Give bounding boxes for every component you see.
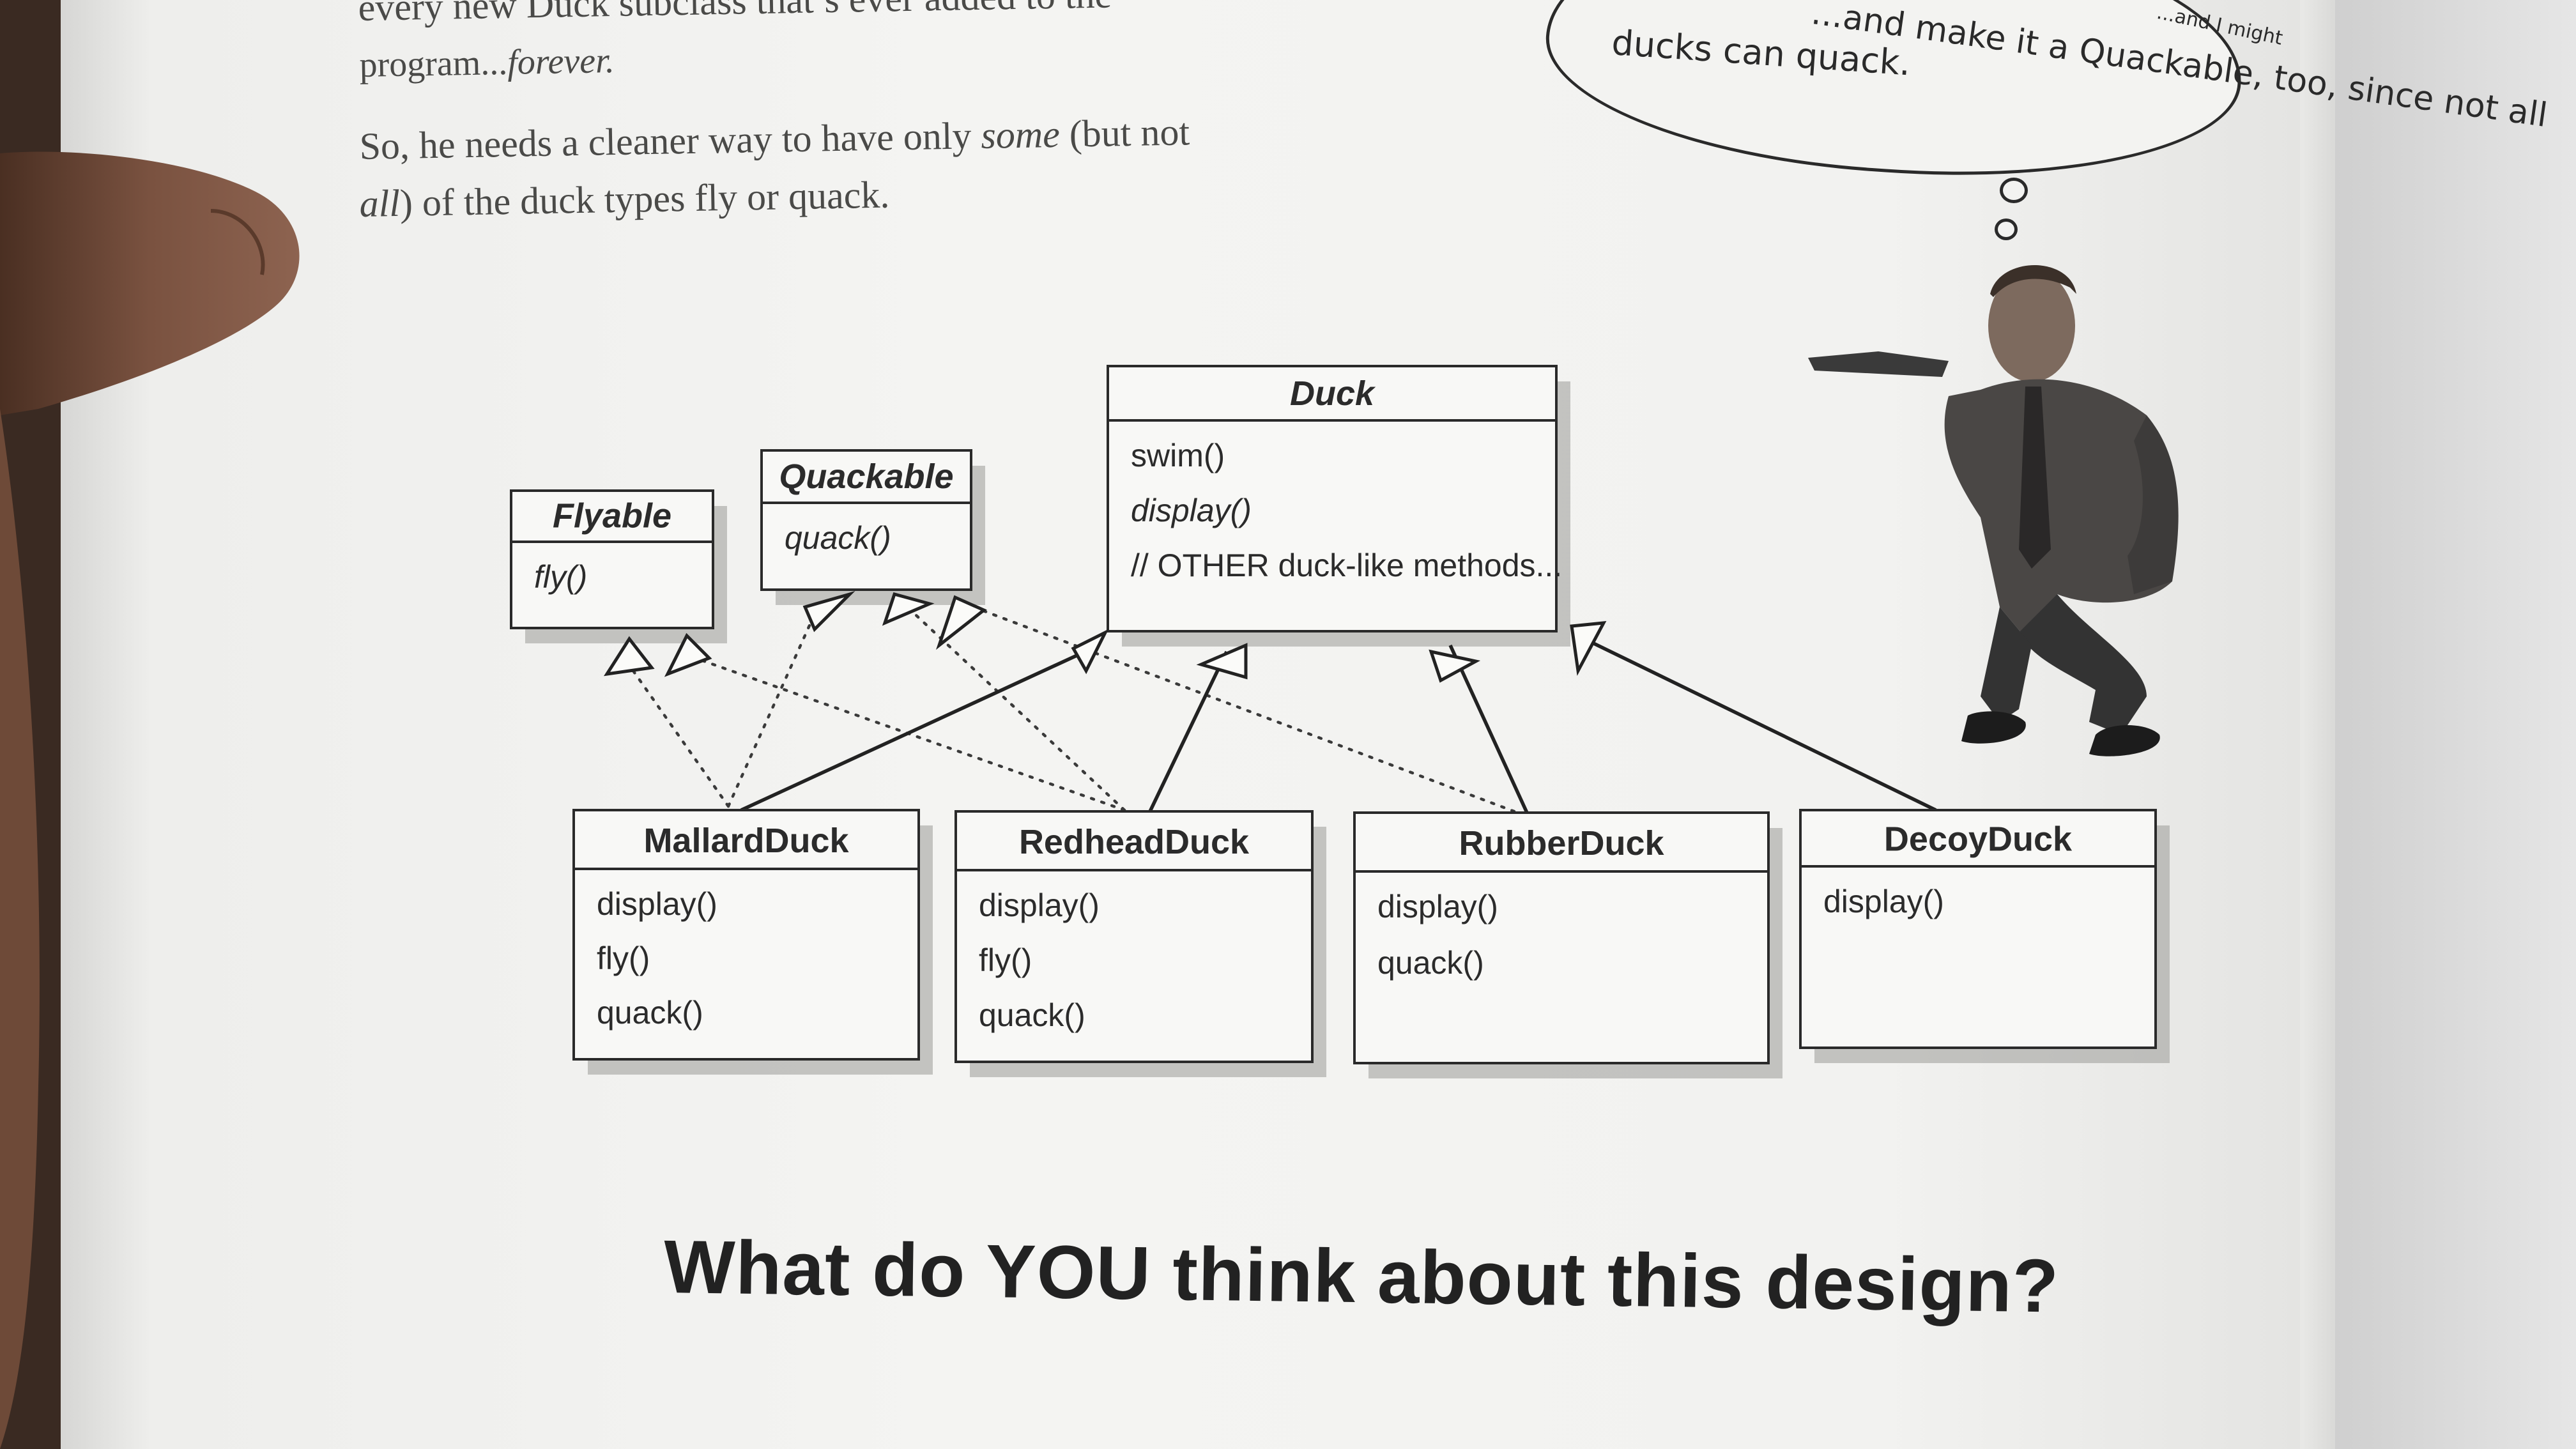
duck-method: // OTHER duck-like methods... bbox=[1131, 548, 1562, 583]
redhead-duck-class-box: RedheadDuck display() fly() quack() bbox=[954, 810, 1314, 1063]
arrowhead bbox=[1071, 629, 1109, 675]
arrowhead bbox=[1196, 643, 1248, 680]
realization-line bbox=[726, 605, 820, 808]
quackable-class-name: Quackable bbox=[779, 457, 953, 496]
mallard-duck-method: fly() bbox=[597, 940, 650, 976]
decoy-duck-class-box: DecoyDuck display() bbox=[1799, 809, 2157, 1049]
arrowhead bbox=[1570, 621, 1607, 676]
redhead-duck-method: display() bbox=[979, 887, 1100, 923]
inheritance-line bbox=[1583, 637, 1937, 812]
arrowhead bbox=[664, 632, 712, 677]
background-surface bbox=[2335, 0, 2576, 1449]
realization-line bbox=[618, 650, 730, 808]
decoy-duck-class-name: DecoyDuck bbox=[1884, 820, 2073, 858]
inheritance-line bbox=[1148, 650, 1229, 813]
thought-puff bbox=[2000, 178, 2028, 203]
flyable-class-name: Flyable bbox=[553, 497, 671, 535]
realization-line bbox=[963, 602, 1516, 813]
arrowhead bbox=[935, 595, 987, 650]
arrowhead bbox=[802, 590, 855, 632]
rubber-duck-class-box: RubberDuck display() quack() bbox=[1353, 811, 1770, 1064]
realization-line bbox=[675, 650, 1126, 812]
quackable-method: quack() bbox=[785, 520, 891, 556]
arrowhead bbox=[1429, 649, 1481, 683]
redhead-duck-method: fly() bbox=[979, 942, 1032, 978]
duck-method: display() bbox=[1131, 493, 1252, 528]
mallard-duck-method: quack() bbox=[597, 995, 703, 1031]
rubber-duck-method: display() bbox=[1377, 889, 1498, 924]
mallard-duck-class-box: MallardDuck display() fly() quack() bbox=[572, 809, 920, 1061]
thought-puff bbox=[1995, 218, 2018, 240]
arrowhead bbox=[882, 592, 935, 626]
flyable-class-box: Flyable fly() bbox=[510, 489, 714, 629]
inheritance-line bbox=[740, 643, 1100, 812]
quackable-class-box: Quackable quack() bbox=[760, 449, 972, 591]
duck-method: swim() bbox=[1131, 438, 1225, 473]
inheritance-line bbox=[1448, 644, 1529, 814]
rubber-duck-method: quack() bbox=[1377, 945, 1484, 981]
decoy-duck-method: display() bbox=[1823, 884, 1944, 919]
mallard-duck-class-name: MallardDuck bbox=[643, 822, 849, 860]
redhead-duck-method: quack() bbox=[979, 997, 1085, 1033]
rubber-duck-class-name: RubberDuck bbox=[1459, 824, 1664, 862]
arrowhead bbox=[603, 636, 655, 677]
presenter-figure bbox=[1808, 265, 2179, 756]
mallard-duck-method: display() bbox=[597, 886, 717, 922]
redhead-duck-class-name: RedheadDuck bbox=[1019, 823, 1250, 861]
flyable-method: fly() bbox=[534, 559, 587, 595]
page-edge bbox=[2300, 0, 2335, 1449]
duck-class-box: Duck swim() display() // OTHER duck-like me… bbox=[1107, 365, 1562, 632]
book-page bbox=[61, 0, 2335, 1449]
duck-class-name: Duck bbox=[1290, 374, 1376, 413]
hand-image bbox=[0, 0, 300, 1449]
realization-line bbox=[905, 605, 1126, 812]
